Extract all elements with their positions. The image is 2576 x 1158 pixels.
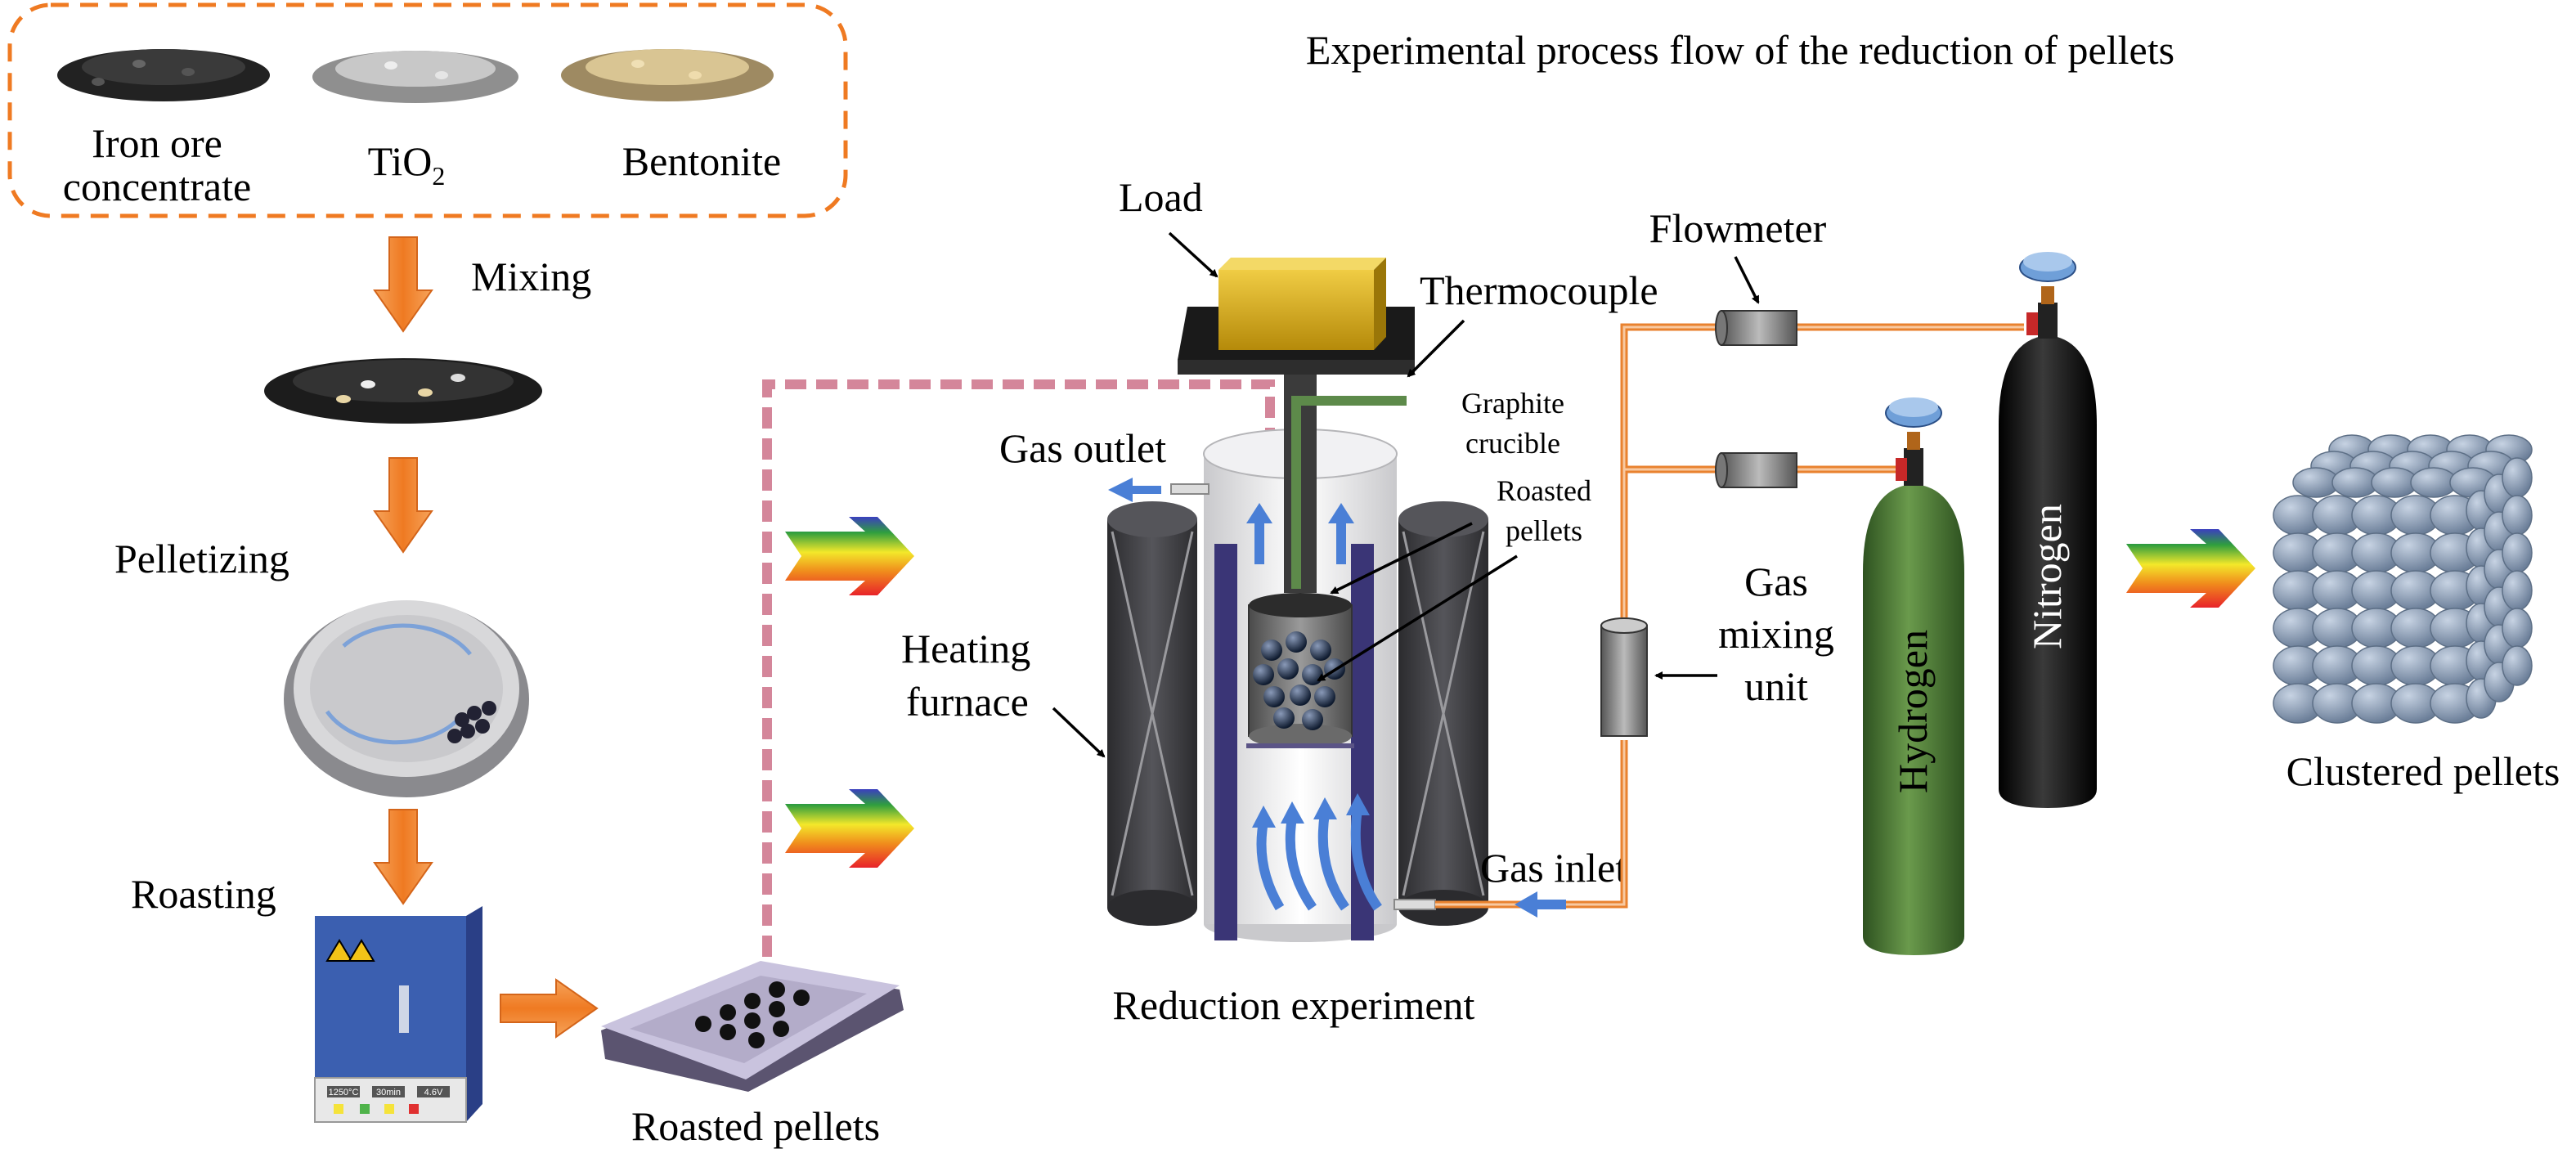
oven-to-tray-arrow xyxy=(500,978,599,1039)
curved-arrowhead-3 xyxy=(1313,797,1337,819)
hydrogen-label: Hydrogen xyxy=(1890,630,1936,793)
iron-ore-label-line2: concentrate xyxy=(63,164,251,209)
gas-mixing-label-line1: Gas xyxy=(1744,559,1808,604)
curved-arrowhead-2 xyxy=(1281,801,1304,824)
iron-ore-powder-icon xyxy=(57,49,270,101)
load-label: Load xyxy=(1119,174,1203,220)
bentonite-powder-icon xyxy=(561,49,774,101)
graphite-crucible xyxy=(1248,593,1353,748)
thermocouple-label: Thermocouple xyxy=(1420,267,1658,313)
rainbow-arrow-lower xyxy=(785,789,914,868)
load-weight xyxy=(1178,258,1415,593)
curved-arrowhead-1 xyxy=(1252,806,1276,828)
heating-furnace-pointer xyxy=(1052,707,1106,758)
roasted-pellets-label: Roasted pellets xyxy=(631,1103,880,1149)
gas-mixing-unit xyxy=(1600,617,1648,737)
pelletizing-arrow xyxy=(373,457,433,554)
cluster-pellet xyxy=(2502,570,2533,611)
gas-outlet-label: Gas outlet xyxy=(999,425,1166,471)
heating-furnace-left xyxy=(1107,501,1197,926)
cluster-pellet xyxy=(2502,645,2533,686)
cluster-pellet xyxy=(2502,495,2533,536)
pellet-transfer-dashed-path xyxy=(762,379,1275,957)
roasted-pellets-inner-pointer xyxy=(1317,554,1518,682)
roasting-arrow xyxy=(373,809,433,905)
pelletizing-label: Pelletizing xyxy=(114,536,289,581)
thermocouple-pointer xyxy=(1407,319,1465,378)
flowmeter-label: Flowmeter xyxy=(1649,205,1827,251)
gas-inlet-flow-arrow xyxy=(1515,891,1566,918)
rainbow-arrow-upper xyxy=(785,517,914,595)
flowmeter-hydrogen xyxy=(1715,452,1797,488)
nitrogen-cylinder xyxy=(1999,252,2097,808)
gas-inlet-label: Gas inlet xyxy=(1480,845,1627,891)
graphite-crucible-pointer xyxy=(1330,522,1473,595)
heating-element-left xyxy=(1214,544,1237,940)
diagram-title: Experimental process flow of the reducti… xyxy=(1306,27,2174,73)
mixing-arrow xyxy=(373,236,433,333)
oven-temperature-display: 1250°C xyxy=(329,1088,359,1097)
mixed-powder-icon xyxy=(264,358,542,424)
heating-furnace-right xyxy=(1398,501,1488,926)
oven-voltage-display: 4.6V xyxy=(424,1088,443,1097)
gas-inlet-pipe xyxy=(1393,899,1436,910)
iron-ore-label-line1: Iron ore xyxy=(92,120,222,166)
clustered-pellets-label: Clustered pellets xyxy=(2287,748,2560,794)
clustered-pellets-icon xyxy=(2273,434,2533,724)
roasting-oven-icon xyxy=(314,906,482,1123)
gas-flow-up-arrow-left xyxy=(1246,503,1272,564)
gas-flow-up-arrow-right xyxy=(1328,503,1354,564)
gas-flow-curved-arrows xyxy=(1256,809,1382,911)
load-pointer xyxy=(1168,231,1218,278)
flowmeter-nitrogen xyxy=(1715,310,1797,346)
curved-arrowhead-4 xyxy=(1346,793,1370,815)
heating-furnace-label-line2: furnace xyxy=(906,679,1029,725)
cluster-pellet xyxy=(2502,457,2533,498)
gas-mixing-label-line2: mixing xyxy=(1718,611,1834,657)
heating-furnace-label-line1: Heating xyxy=(901,626,1030,671)
thermocouple-probe xyxy=(1291,396,1407,589)
bentonite-label: Bentonite xyxy=(622,138,781,184)
oven-time-display: 30min xyxy=(376,1088,401,1097)
roasted-pellets-tray-icon xyxy=(601,961,904,1092)
mixing-label: Mixing xyxy=(471,254,591,299)
roasted-pellets-inner-label-line2: pellets xyxy=(1506,514,1582,547)
hydrogen-cylinder xyxy=(1863,397,1964,955)
reduction-experiment-label: Reduction experiment xyxy=(1113,982,1475,1028)
flowmeter-pointer xyxy=(1734,256,1760,304)
roasting-label: Roasting xyxy=(131,871,276,917)
cluster-pellet xyxy=(2502,532,2533,573)
gas-outlet-pipe xyxy=(1170,483,1209,495)
rainbow-arrow-right xyxy=(2126,529,2255,608)
tio2-powder-icon xyxy=(312,51,518,103)
graphite-crucible-label-line1: Graphite xyxy=(1461,387,1564,420)
gas-outlet-arrow xyxy=(1108,478,1161,502)
nitrogen-label: Nitrogen xyxy=(2024,504,2070,649)
cluster-pellet xyxy=(2502,608,2533,649)
pelletizing-disc-icon xyxy=(284,600,529,797)
roasted-pellets-inner-label-line1: Roasted xyxy=(1497,474,1591,507)
graphite-crucible-label-line2: crucible xyxy=(1465,427,1560,460)
gas-mixing-label-line3: unit xyxy=(1744,663,1808,709)
raw-materials-box xyxy=(7,2,848,218)
tio2-label: TiO2 xyxy=(368,138,446,191)
